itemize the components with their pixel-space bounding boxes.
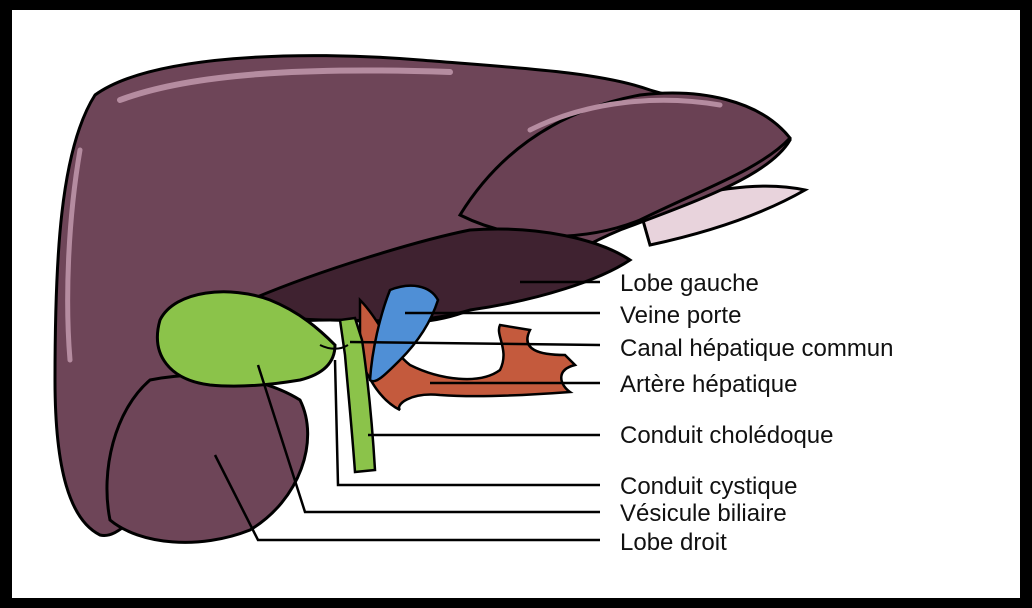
label-veine-porte: Veine porte	[620, 302, 741, 329]
label-conduit-choledoque: Conduit cholédoque	[620, 422, 834, 449]
label-lobe-droit: Lobe droit	[620, 529, 727, 556]
label-vesicule-biliaire: Vésicule biliaire	[620, 500, 787, 527]
label-artere-hepatique: Artère hépatique	[620, 371, 797, 398]
label-conduit-cystique: Conduit cystique	[620, 473, 797, 500]
right-lobe-lower	[107, 375, 308, 542]
label-canal-hepatique-commun: Canal hépatique commun	[620, 335, 894, 362]
label-lobe-gauche: Lobe gauche	[620, 270, 759, 297]
